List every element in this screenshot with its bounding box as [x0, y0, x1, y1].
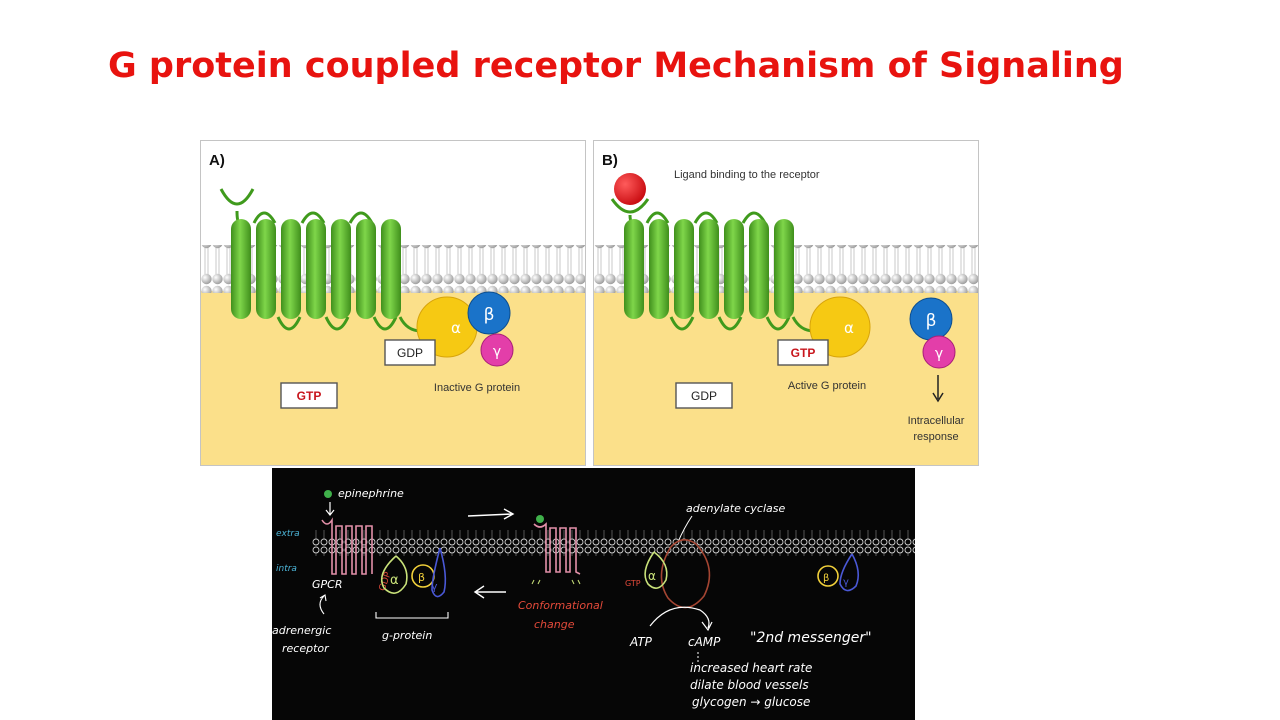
beta-sketch-label: β — [418, 571, 425, 584]
gtp-sketch-label: GTP — [625, 579, 641, 588]
free-gamma-label: γ — [843, 577, 849, 588]
response-line-1: Intracellular — [908, 415, 965, 427]
alpha-label: α — [451, 319, 461, 337]
adrenergic-line-2: receptor — [282, 642, 330, 655]
gamma-subunit — [922, 335, 956, 369]
receptor-helix — [699, 219, 719, 319]
camp-label: cAMP — [688, 635, 721, 649]
beta-label: β — [926, 311, 937, 331]
sketch-membrane — [312, 530, 915, 556]
extra-label: extra — [276, 529, 300, 539]
effect-2: dilate blood vessels — [690, 678, 809, 692]
free-gamma-sketch — [839, 553, 860, 592]
sketch-diagram: extra intra epinephrine GPCR adrenergic … — [272, 487, 915, 709]
receptor-binding-site — [219, 188, 255, 206]
panel-a-diagram: α β γ GDP GTP Inactive G protein A) — [201, 152, 585, 465]
response-line-2: response — [913, 431, 958, 443]
active-alpha-sketch — [644, 551, 668, 589]
panel-b-active-g-protein: Ligand binding to the receptor α GTP Act… — [593, 140, 979, 466]
back-arrow — [473, 585, 506, 599]
panel-label: B) — [602, 152, 618, 169]
intra-label: intra — [276, 564, 297, 574]
alpha-sketch-label: α — [390, 573, 399, 588]
panel-a-inactive-g-protein: α β γ GDP GTP Inactive G protein A) — [200, 140, 586, 466]
conversion-arrow — [649, 606, 713, 632]
gdp-box — [675, 382, 733, 409]
gtp-label: GTP — [791, 346, 816, 360]
receptor-helix — [331, 219, 351, 319]
gamma-sketch-label: γ — [431, 580, 438, 593]
receptor-helix — [281, 219, 301, 319]
gdp-label: GDP — [397, 346, 423, 360]
receptor-helix — [624, 219, 644, 319]
gtp-label: GTP — [297, 389, 322, 403]
conformational-line-2: change — [534, 618, 575, 631]
receptor-helix — [724, 219, 744, 319]
free-beta-label: β — [823, 573, 829, 584]
panel-b-diagram: Ligand binding to the receptor α GTP Act… — [594, 152, 978, 465]
blackboard-sketch: extra intra epinephrine GPCR adrenergic … — [272, 468, 915, 720]
effect-1: increased heart rate — [690, 661, 812, 675]
gamma-label: γ — [493, 344, 501, 360]
page-title: G protein coupled receptor Mechanism of … — [108, 46, 1124, 86]
beta-subunit — [467, 291, 511, 335]
gamma-label: γ — [935, 346, 943, 362]
receptor-helix — [306, 219, 326, 319]
atp-label: ATP — [629, 635, 653, 649]
gdp-box — [384, 339, 436, 366]
alpha-sketch — [380, 555, 408, 594]
receptor-helices — [231, 219, 401, 319]
gtp-box — [777, 339, 829, 366]
receptor-helix — [774, 219, 794, 319]
ligand-caption: Ligand binding to the receptor — [674, 169, 820, 181]
active-alpha-label: α — [648, 569, 656, 583]
gtp-box — [280, 382, 338, 409]
receptor-binding-site — [610, 198, 650, 214]
active-caption: Active G protein — [788, 380, 866, 392]
gprotein-label: g-protein — [382, 629, 432, 642]
receptor-helices — [624, 219, 794, 319]
ligand — [614, 173, 646, 205]
panel-label: A) — [209, 152, 225, 169]
receptor-helix — [231, 219, 251, 319]
gpcr-sketch — [321, 517, 373, 575]
beta-label: β — [484, 305, 495, 325]
receptor-helix — [381, 219, 401, 319]
alpha-label: α — [844, 319, 854, 337]
bound-epinephrine — [536, 515, 544, 523]
gdp-label: GDP — [691, 389, 717, 403]
receptor-helix — [749, 219, 769, 319]
free-beta-sketch — [817, 565, 839, 587]
gamma-subunit — [480, 333, 514, 367]
conformational-line-1: Conformational — [518, 599, 603, 612]
active-receptor-sketch — [533, 522, 581, 575]
messenger-label: "2nd messenger" — [750, 630, 872, 646]
receptor-helix — [649, 219, 669, 319]
forward-arrow — [467, 508, 515, 520]
epinephrine-label: epinephrine — [338, 487, 404, 500]
receptor-helix — [674, 219, 694, 319]
inactive-caption: Inactive G protein — [434, 382, 520, 394]
epinephrine-dot — [324, 490, 332, 498]
gamma-sketch — [431, 547, 447, 598]
receptor-helix — [356, 219, 376, 319]
adenylate-label: adenylate cyclase — [686, 502, 785, 515]
gpcr-label: GPCR — [312, 578, 342, 591]
receptor-helix — [256, 219, 276, 319]
adrenergic-line-1: adrenergic — [272, 624, 331, 637]
effect-3: glycogen → glucose — [692, 695, 810, 709]
